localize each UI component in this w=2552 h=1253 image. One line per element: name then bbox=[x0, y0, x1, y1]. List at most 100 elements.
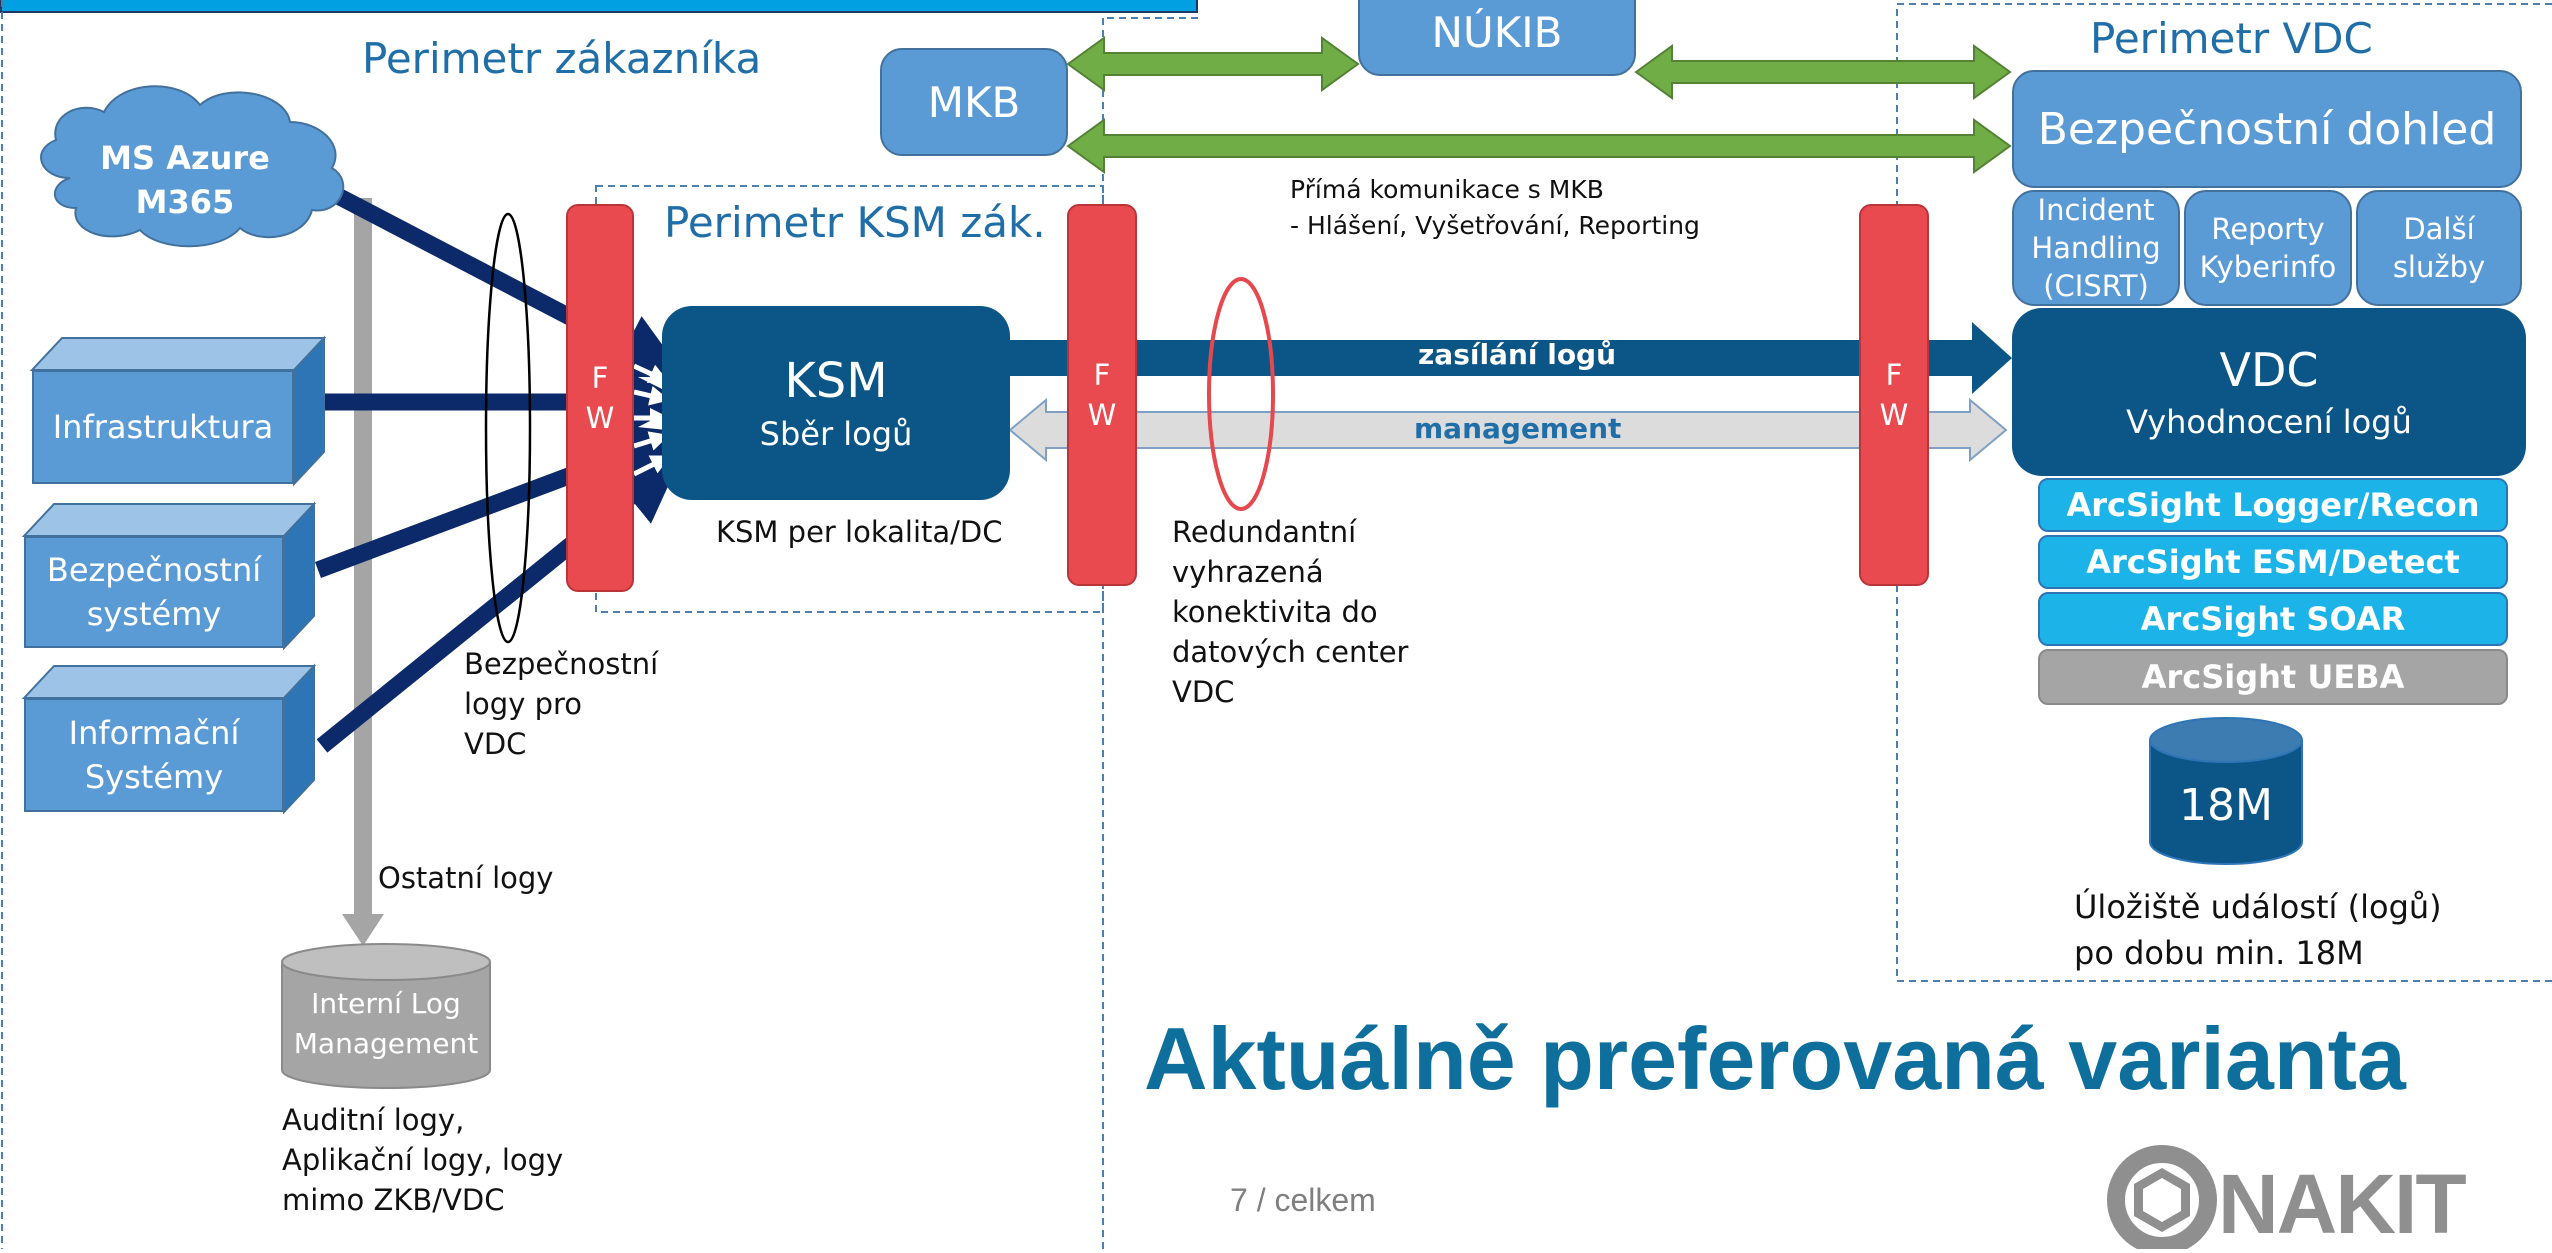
vdc-evaluation-box: VDC Vyhodnocení logů bbox=[2012, 308, 2526, 476]
storage-cylinder bbox=[2149, 740, 2303, 865]
storage-caption-2: po dobu min. 18M bbox=[2074, 934, 2364, 972]
ksm-caption: KSM per lokalita/DC bbox=[716, 515, 1003, 549]
nukib-vdc-arrow bbox=[1634, 44, 2012, 100]
service-2-line-1: Reporty bbox=[2211, 212, 2325, 246]
product-logger: ArcSight Logger/Recon bbox=[2038, 478, 2508, 532]
storage-caption: Úložiště událostí (logů) po dobu min. 18… bbox=[2074, 884, 2494, 976]
firewall-ksm-exit: F W bbox=[1067, 204, 1137, 586]
infrastructure-label: Infrastruktura bbox=[52, 408, 274, 446]
service-reports: Reporty Kyberinfo bbox=[2184, 190, 2352, 306]
sending-logs-arrow bbox=[1010, 322, 2012, 394]
infra-box-top bbox=[29, 337, 327, 371]
other-logs-arrowhead bbox=[342, 914, 384, 946]
redundant-line-4: datových center bbox=[1172, 635, 1409, 669]
infra-box-side bbox=[293, 335, 325, 487]
security-logs-label: Bezpečnostní logy pro VDC bbox=[464, 644, 684, 764]
security-line-2: systémy bbox=[86, 595, 222, 633]
mkb-vdc-arrow bbox=[1066, 118, 2012, 174]
fw1-f: F bbox=[591, 361, 609, 395]
storage-label: 18M bbox=[2179, 779, 2273, 831]
storage-caption-1: Úložiště událostí (logů) bbox=[2074, 888, 2442, 926]
security-systems-box: Bezpečnostní systémy bbox=[24, 536, 284, 648]
security-logs-line-3: VDC bbox=[464, 727, 527, 761]
info-box-side bbox=[283, 663, 315, 815]
redundant-line-3: konektivita do bbox=[1172, 595, 1378, 629]
internal-log-caption-1: Auditní logy, bbox=[282, 1103, 465, 1137]
nukib-box: NÚKIB bbox=[1358, 0, 1636, 76]
security-logs-line-1: Bezpečnostní bbox=[464, 647, 659, 681]
vdc-title: VDC bbox=[2219, 343, 2319, 397]
ksm-entry-arrow-2 bbox=[633, 386, 670, 406]
ksm-title: KSM bbox=[784, 353, 888, 409]
storage-cylinder-top bbox=[2149, 717, 2303, 763]
internal-log-caption-3: mimo ZKB/VDC bbox=[282, 1183, 505, 1217]
info-systems-box: Informační Systémy bbox=[24, 698, 284, 812]
vdc-perimeter-title: Perimetr VDC bbox=[2090, 14, 2373, 63]
sending-logs-label: zasílání logů bbox=[1418, 338, 1617, 371]
redundant-line-1: Redundantní bbox=[1172, 515, 1357, 549]
azure-line-1: MS Azure bbox=[100, 139, 270, 177]
product-ueba: ArcSight UEBA bbox=[2038, 649, 2508, 705]
service-1-line-2: Handling bbox=[2031, 231, 2161, 265]
security-box-top bbox=[21, 503, 317, 537]
nukib-label: NÚKIB bbox=[1431, 7, 1563, 57]
product-soar-label: ArcSight SOAR bbox=[2140, 600, 2406, 638]
security-oversight-box: Bezpečnostní dohled bbox=[2012, 70, 2522, 188]
internal-log-caption-2: Aplikační logy, logy bbox=[282, 1143, 564, 1177]
ksm-perimeter-title: Perimetr KSM zák. bbox=[664, 198, 1046, 247]
product-soar: ArcSight SOAR bbox=[2038, 592, 2508, 646]
service-3-line-1: Další bbox=[2403, 212, 2475, 246]
product-esm-label: ArcSight ESM/Detect bbox=[2086, 543, 2460, 581]
fw1-w: W bbox=[585, 401, 615, 435]
fw2-w: W bbox=[1087, 398, 1117, 432]
page-indicator: 7 / celkem bbox=[1230, 1182, 1376, 1218]
ksm-entry-arrow-4 bbox=[633, 431, 670, 451]
product-ueba-label: ArcSight UEBA bbox=[2141, 658, 2405, 696]
internal-log-caption: Auditní logy, Aplikační logy, logy mimo … bbox=[282, 1100, 682, 1220]
comm-line-2: - Hlášení, Vyšetřování, Reporting bbox=[1290, 211, 1700, 240]
service-incident-handling: Incident Handling (CISRT) bbox=[2012, 190, 2180, 306]
internal-log-label: Interní Log Management bbox=[284, 984, 488, 1064]
fw2-f: F bbox=[1093, 358, 1111, 392]
security-box-side bbox=[283, 501, 315, 651]
ksm-entry-arrow-1 bbox=[632, 363, 670, 383]
headline: Aktuálně preferovaná varianta bbox=[1144, 1009, 2406, 1108]
mkb-box: MKB bbox=[880, 48, 1068, 156]
azure-cloud-shape bbox=[40, 85, 345, 248]
internal-log-cylinder bbox=[281, 962, 491, 1089]
firewall-vdc-entry: F W bbox=[1859, 204, 1929, 586]
redundant-connectivity-ellipse bbox=[1207, 277, 1275, 511]
internal-log-line-2: Management bbox=[293, 1027, 479, 1060]
info-line-1: Informační bbox=[68, 714, 240, 752]
customer-perimeter-title: Perimetr zákazníka bbox=[362, 34, 762, 83]
product-esm: ArcSight ESM/Detect bbox=[2038, 535, 2508, 589]
service-2-line-2: Kyberinfo bbox=[2199, 250, 2337, 284]
comm-line-1: Přímá komunikace s MKB bbox=[1290, 175, 1604, 204]
nakit-logo-text: NAKIT bbox=[2218, 1157, 2467, 1251]
ksm-subtitle: Sběr logů bbox=[759, 415, 913, 453]
security-logs-ellipse bbox=[484, 212, 532, 644]
service-3-line-2: služby bbox=[2392, 250, 2486, 284]
other-logs-label: Ostatní logy bbox=[378, 861, 554, 895]
redundant-connectivity-label: Redundantní vyhrazená konektivita do dat… bbox=[1172, 512, 1432, 712]
service-other: Další služby bbox=[2356, 190, 2522, 306]
azure-cloud-label: MS Azure M365 bbox=[60, 139, 310, 221]
management-label: management bbox=[1414, 412, 1622, 445]
service-1-line-1: Incident bbox=[2037, 193, 2155, 227]
infrastructure-box: Infrastruktura bbox=[32, 370, 294, 484]
security-line-1: Bezpečnostní bbox=[46, 551, 262, 589]
firewall-ksm-entry: F W bbox=[566, 204, 634, 592]
fw3-f: F bbox=[1885, 358, 1903, 392]
internal-log-line-1: Interní Log bbox=[311, 987, 461, 1020]
mkb-nukib-arrow bbox=[1066, 36, 1360, 92]
fw3-w: W bbox=[1879, 398, 1909, 432]
nakit-logo-emblem bbox=[2107, 1145, 2217, 1249]
management-arrow bbox=[1008, 397, 2008, 463]
info-box-top bbox=[21, 665, 317, 699]
redundant-line-5: VDC bbox=[1172, 675, 1235, 709]
internal-log-cylinder-top bbox=[281, 943, 491, 981]
service-1-line-3: (CISRT) bbox=[2043, 269, 2149, 303]
security-logs-line-2: logy pro bbox=[464, 687, 583, 721]
vdc-subtitle: Vyhodnocení logů bbox=[2126, 403, 2412, 441]
redundant-line-2: vyhrazená bbox=[1172, 555, 1324, 589]
